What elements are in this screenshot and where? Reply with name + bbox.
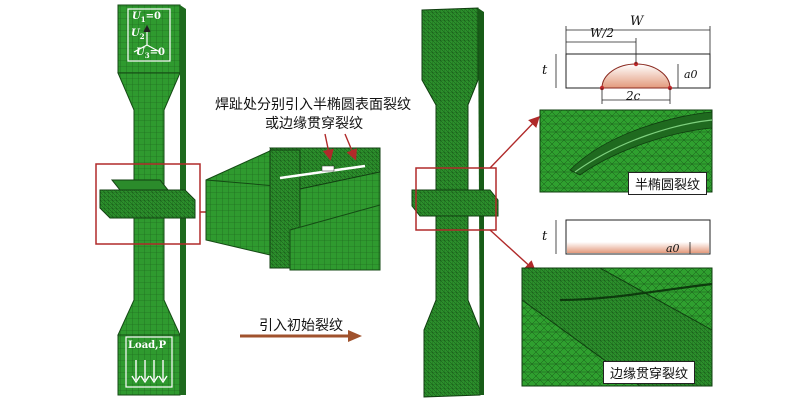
weld-zoom-view — [205, 147, 381, 271]
boundary-condition-box — [127, 8, 171, 62]
bc-u3-sub: 3 — [144, 51, 150, 60]
zoom-frame-right — [415, 167, 497, 231]
bc-u2-sub: 2 — [139, 32, 145, 41]
arrow-caption: 引入初始裂纹 — [259, 318, 343, 334]
load-arrows — [131, 360, 168, 384]
bc-u3-label: U3=0 — [136, 47, 165, 60]
annotation-line-1: 焊趾处分别引入半椭圆表面裂纹 — [215, 97, 411, 113]
dim-t-edge: t — [542, 229, 548, 244]
right-specimen — [411, 7, 499, 398]
semi-elliptical-schematic — [555, 26, 711, 104]
edge-through-schematic — [555, 219, 711, 255]
zoom-frame-left — [95, 163, 201, 245]
bc-u3-value: =0 — [149, 47, 165, 58]
dim-a0-semi: a0 — [684, 68, 698, 81]
bc-u3-symbol: U — [136, 47, 145, 58]
dim-W-half: W/2 — [590, 26, 615, 40]
bc-u1-value: =0 — [145, 11, 161, 22]
bc-u1-symbol: U — [132, 11, 141, 22]
dim-2c: 2c — [626, 89, 641, 103]
bc-u2-symbol: U — [131, 28, 140, 39]
left-specimen — [99, 4, 196, 396]
annotation-line-2: 或边缘贯穿裂纹 — [265, 116, 363, 132]
bc-u2-label: U2 — [131, 28, 145, 41]
load-box — [125, 336, 173, 388]
bc-u1-sub: 1 — [140, 15, 146, 24]
dim-a0-edge: a0 — [666, 242, 680, 255]
label-edge-through: 边缘贯穿裂纹 — [603, 361, 696, 384]
label-semi-elliptical: 半椭圆裂纹 — [628, 172, 708, 195]
dim-W: W — [630, 14, 644, 29]
dim-t-semi: t — [542, 63, 548, 78]
bc-u1-label: U1=0 — [132, 11, 161, 24]
load-label: Load,P — [128, 340, 167, 351]
